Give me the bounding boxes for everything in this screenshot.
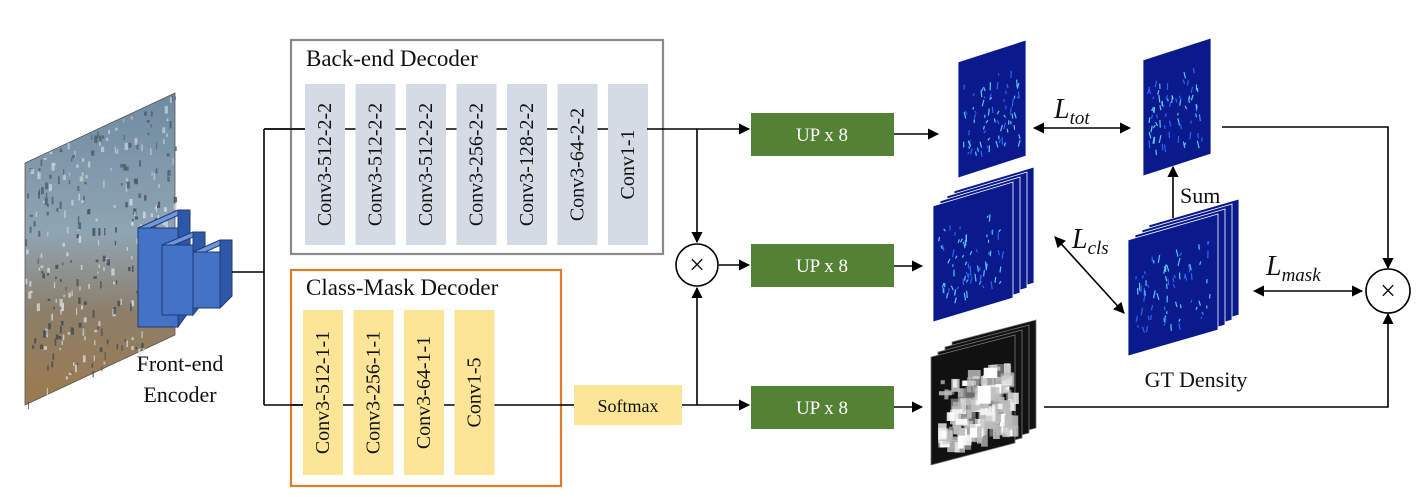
front-end-label-line1: Front-end <box>137 351 224 376</box>
classmask-layer-4 <box>454 310 495 475</box>
upsample-output-arrows <box>894 128 940 413</box>
multiply-node-left: × <box>675 243 719 287</box>
front-end-encoder: Front-end Encoder <box>137 209 233 407</box>
softmax-box <box>574 385 682 425</box>
backend-layer-4 <box>456 84 497 245</box>
classmask-decoder-title: Class-Mask Decoder <box>306 275 499 300</box>
loss-mask-label: Lmask <box>1265 251 1321 286</box>
density-maps <box>930 37 1240 466</box>
backend-layer-label-3: Conv3-512-2-2 <box>415 103 437 226</box>
backend-layer-label-5: Conv3-128-2-2 <box>516 103 538 226</box>
gt-class-density-maps <box>1127 198 1240 357</box>
front-end-label-line2: Encoder <box>143 382 217 407</box>
upsample-blocks: UP x 8 UP x 8 UP x 8 <box>751 113 894 429</box>
upsample-box-top <box>751 113 894 156</box>
upsample-label-bottom: UP x 8 <box>796 398 848 419</box>
backend-layer-label-4: Conv3-256-2-2 <box>466 103 488 226</box>
classmask-layer-label-3: Conv3-64-1-1 <box>413 336 435 449</box>
predicted-density-map <box>957 39 1027 179</box>
backend-layer-label-1: Conv3-512-2-2 <box>314 103 336 226</box>
multiply-node-right: × <box>1365 268 1411 314</box>
backend-layer-2 <box>355 84 396 245</box>
encoder-branch-lines <box>232 128 305 406</box>
backend-layer-7 <box>608 84 648 245</box>
backend-layer-1 <box>305 84 345 245</box>
backend-layer-label-2: Conv3-512-2-2 <box>365 103 387 226</box>
mid-connections <box>647 123 751 411</box>
backend-decoder-title: Back-end Decoder <box>306 46 478 71</box>
classmask-layer-label-4: Conv1-5 <box>464 358 486 428</box>
classmask-layer-3 <box>404 310 444 475</box>
class-density-maps <box>932 166 1035 323</box>
loss-cls-label: Lcls <box>1071 224 1109 259</box>
softmax-block: Softmax <box>561 385 682 425</box>
backend-layer-label-7: Conv1-1 <box>617 130 639 200</box>
softmax-label: Softmax <box>598 396 659 416</box>
multiply-symbol-left: × <box>689 250 705 281</box>
backend-layer-3 <box>406 84 446 245</box>
backend-layer-label-6: Conv3-64-2-2 <box>567 108 589 221</box>
multiply-symbol-right: × <box>1380 276 1396 307</box>
class-mask-maps <box>930 319 1037 466</box>
loss-tot-label: Ltot <box>1053 94 1090 129</box>
classmask-layer-1 <box>303 310 343 475</box>
classmask-layer-label-1: Conv3-512-1-1 <box>312 331 334 454</box>
target-density-map <box>1142 37 1212 177</box>
upsample-label-middle: UP x 8 <box>796 256 848 277</box>
bird-flock-texture <box>25 95 178 410</box>
loss-labels: Ltot Lcls Lmask Sum GT Density <box>1053 94 1321 392</box>
backend-decoder-box <box>289 38 665 256</box>
loss-arrows <box>1032 122 1394 408</box>
classmask-layer-2 <box>353 310 394 475</box>
upsample-box-bottom <box>751 386 894 429</box>
upsample-label-top: UP x 8 <box>796 125 848 146</box>
classmask-decoder: Class-Mask Decoder Conv3-512-1-1 Conv3-25… <box>289 268 563 488</box>
classmask-layer-label-2: Conv3-256-1-1 <box>363 331 385 454</box>
backend-decoder: Back-end Decoder Conv3-512-2-2 Conv3-512-… <box>264 38 665 256</box>
classmask-decoder-box <box>289 268 563 488</box>
upsample-box-middle <box>751 244 894 287</box>
backend-layer-6 <box>557 84 598 245</box>
gt-density-label: GT Density <box>1145 367 1248 392</box>
sum-label: Sum <box>1180 183 1220 208</box>
backend-layer-5 <box>507 84 547 245</box>
